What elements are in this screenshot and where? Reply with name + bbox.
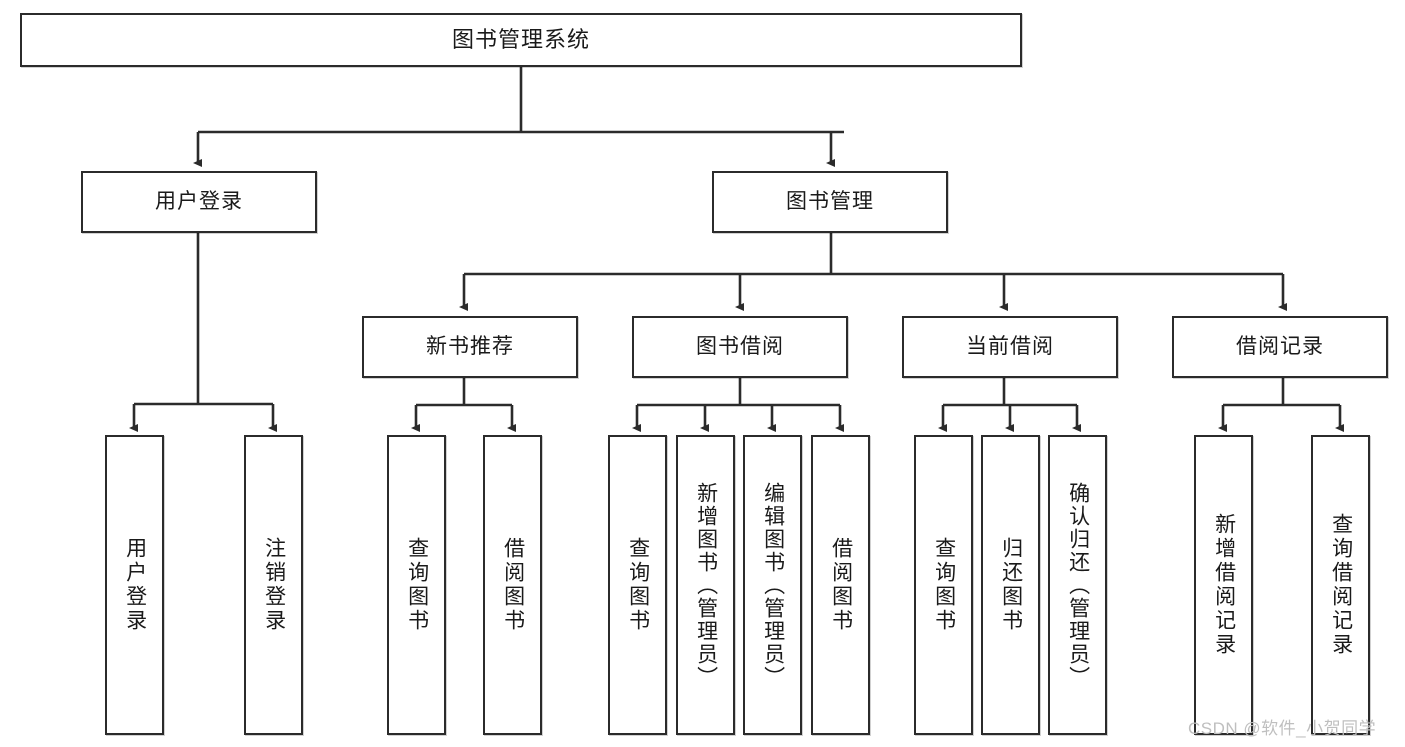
node-leaf-query-book-1-label: 查询图书 (405, 537, 429, 633)
node-leaf-user-logout-label: 注销登录 (262, 537, 286, 633)
node-leaf-borrow-book-2[interactable]: 借阅图书 (811, 435, 870, 735)
node-leaf-add-book-label: 新增图书（管理员） (694, 481, 718, 689)
node-leaf-add-record-label: 新增借阅记录 (1212, 513, 1236, 657)
node-new-book-recommend[interactable]: 新书推荐 (362, 316, 578, 378)
node-leaf-confirm-return-label: 确认归还（管理员） (1066, 481, 1090, 689)
node-leaf-confirm-return[interactable]: 确认归还（管理员） (1048, 435, 1107, 735)
node-leaf-borrow-book-1[interactable]: 借阅图书 (483, 435, 542, 735)
node-leaf-user-login[interactable]: 用户登录 (105, 435, 164, 735)
node-leaf-query-book-3-label: 查询图书 (932, 537, 956, 633)
node-leaf-borrow-book-2-label: 借阅图书 (829, 537, 853, 633)
node-leaf-query-book-2-label: 查询图书 (626, 537, 650, 633)
node-leaf-user-logout[interactable]: 注销登录 (244, 435, 303, 735)
node-new-book-recommend-label: 新书推荐 (426, 335, 514, 359)
node-user-login-label: 用户登录 (155, 190, 243, 214)
node-leaf-borrow-book-1-label: 借阅图书 (501, 537, 525, 633)
node-book-manage[interactable]: 图书管理 (712, 171, 948, 233)
node-root[interactable]: 图书管理系统 (20, 13, 1022, 67)
node-leaf-query-book-3[interactable]: 查询图书 (914, 435, 973, 735)
node-book-borrow-label: 图书借阅 (696, 335, 784, 359)
node-leaf-query-record-label: 查询借阅记录 (1329, 513, 1353, 657)
node-leaf-query-record[interactable]: 查询借阅记录 (1311, 435, 1370, 735)
node-current-borrow[interactable]: 当前借阅 (902, 316, 1118, 378)
node-borrow-record[interactable]: 借阅记录 (1172, 316, 1388, 378)
node-leaf-query-book-1[interactable]: 查询图书 (387, 435, 446, 735)
node-leaf-add-book[interactable]: 新增图书（管理员） (676, 435, 735, 735)
node-user-login[interactable]: 用户登录 (81, 171, 317, 233)
node-leaf-add-record[interactable]: 新增借阅记录 (1194, 435, 1253, 735)
node-borrow-record-label: 借阅记录 (1236, 335, 1324, 359)
node-leaf-user-login-label: 用户登录 (123, 537, 147, 633)
node-book-manage-label: 图书管理 (786, 190, 874, 214)
node-leaf-edit-book-label: 编辑图书（管理员） (761, 481, 785, 689)
node-leaf-edit-book[interactable]: 编辑图书（管理员） (743, 435, 802, 735)
node-leaf-return-book-label: 归还图书 (999, 537, 1023, 633)
node-book-borrow[interactable]: 图书借阅 (632, 316, 848, 378)
node-leaf-return-book[interactable]: 归还图书 (981, 435, 1040, 735)
node-leaf-query-book-2[interactable]: 查询图书 (608, 435, 667, 735)
node-current-borrow-label: 当前借阅 (966, 335, 1054, 359)
csdn-watermark: CSDN @软件_小贺同学 (1188, 719, 1377, 738)
node-root-label: 图书管理系统 (451, 26, 590, 52)
